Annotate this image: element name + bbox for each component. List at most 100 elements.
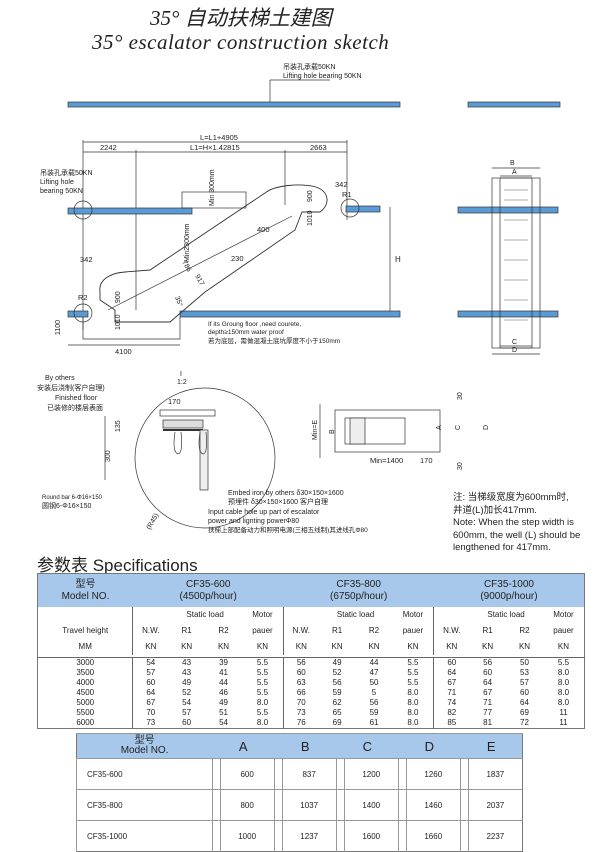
value-cell: 49 [332, 658, 342, 667]
value-cell: 50 [520, 658, 529, 667]
value-cell: 600 [219, 758, 275, 790]
value-cell: 1400 [343, 789, 399, 821]
value-cell: 70 [132, 708, 169, 718]
dim-H: H [395, 255, 401, 264]
dim-300: 300 [105, 450, 112, 462]
spacer [211, 789, 220, 821]
kn-label: KN [482, 642, 494, 651]
model-name: CF35-1000 [76, 820, 213, 852]
kn-label: KN [557, 642, 570, 651]
travel-height: 4000 [76, 678, 95, 687]
detail-circle [134, 387, 276, 529]
value-cell: 2237 [467, 820, 523, 852]
side-slab-lower [457, 310, 559, 318]
model-cn: 型号 [134, 735, 155, 746]
r1-label: R1 [181, 626, 192, 635]
plan-B: B [329, 429, 336, 434]
model-en: Model NO. [61, 590, 110, 602]
value-cell: 62 [332, 698, 342, 707]
pit-note-cn: 若为底层，需做混凝土底坑厚度不小于150mm [208, 336, 340, 345]
value-cell: 77 [483, 708, 493, 717]
value-cell: 41 [219, 668, 228, 677]
value-cell: 8.0 [256, 698, 269, 707]
dim-min2300: Min2300mm [184, 223, 191, 262]
value-cell: 49 [182, 678, 192, 687]
kn-label: KN [407, 642, 419, 651]
spacer [335, 789, 345, 821]
spacer [335, 758, 345, 790]
spacer [273, 820, 283, 852]
travel-height: 4500 [76, 688, 95, 697]
value-cell: 800 [219, 789, 275, 821]
value-cell: 1837 [467, 758, 523, 790]
spacer [397, 758, 407, 790]
dim-1010-upper: 1010 [307, 210, 314, 226]
divider [37, 655, 585, 658]
dim-230: 230 [231, 254, 244, 263]
value-cell: 66 [282, 688, 319, 698]
value-cell: 71 [483, 698, 493, 707]
pit-note-en1: If its Groung floor ,need courete, [208, 321, 301, 328]
spacer [211, 758, 220, 790]
note-cn2: 井道(L)加长417mm. [453, 504, 537, 516]
spacer [459, 820, 469, 852]
dim-786: 786 [180, 260, 192, 274]
value-cell: 73 [132, 718, 169, 729]
value-cell: 5.5 [256, 688, 269, 697]
value-cell: 8.0 [557, 678, 570, 687]
value-cell: 59 [369, 708, 379, 717]
title-cn: 35° 自动扶梯土建图 [150, 6, 332, 30]
value-cell: 11 [559, 708, 568, 717]
value-cell: 82 [433, 708, 470, 718]
static-load-label: Static load [487, 610, 525, 619]
lower-floor-slab-right [179, 310, 401, 318]
value-cell: 2037 [467, 789, 523, 821]
value-cell: 60 [520, 688, 529, 697]
model-name: CF35-800 [76, 789, 213, 821]
model-name: CF35-800 [336, 578, 381, 590]
value-cell: 67 [433, 678, 470, 688]
value-cell: 57 [132, 668, 169, 678]
value-cell: 50 [369, 678, 379, 687]
dim-170-detail: 170 [168, 397, 181, 406]
travel-height-label: Travel height [62, 626, 109, 635]
spacer [459, 789, 469, 821]
value-cell: 5.5 [256, 678, 269, 687]
value-cell: 1260 [405, 758, 461, 790]
value-cell: 44 [369, 658, 379, 667]
model-capacity: (4500p/hour) [179, 590, 237, 602]
by-others-en: By others [45, 375, 75, 382]
spacer [397, 789, 407, 821]
r1-label: R1 [482, 626, 493, 635]
travel-height: 6000 [76, 718, 95, 727]
dim-min1400: Min=1400 [370, 456, 403, 465]
value-cell: 70 [282, 698, 319, 708]
travel-height: 3000 [76, 658, 95, 667]
kn-label: KN [331, 642, 343, 651]
side-D: D [512, 347, 517, 354]
value-cell: 64 [132, 688, 169, 698]
motor-label: Motor [553, 610, 574, 619]
value-cell: 1237 [281, 820, 337, 852]
dim-30-bottom: 30 [457, 462, 464, 470]
value-cell: 73 [282, 708, 319, 718]
side-B: B [510, 160, 515, 167]
value-cell: 43 [182, 658, 192, 667]
note-en: Note: When the step width is 600mm, the … [453, 517, 581, 553]
travel-height: 5500 [76, 708, 95, 717]
pauer-label: pauer [553, 626, 574, 635]
value-cell: 1660 [405, 820, 461, 852]
column-header-c: C [336, 733, 399, 759]
dim-900-lower: 900 [115, 291, 122, 303]
value-cell: 52 [182, 688, 192, 697]
value-cell: 85 [433, 718, 470, 729]
value-cell: 65 [332, 708, 342, 717]
top-floor-slab [67, 101, 401, 108]
r1-label: R1 [342, 190, 352, 199]
value-cell: 5.5 [407, 668, 419, 677]
